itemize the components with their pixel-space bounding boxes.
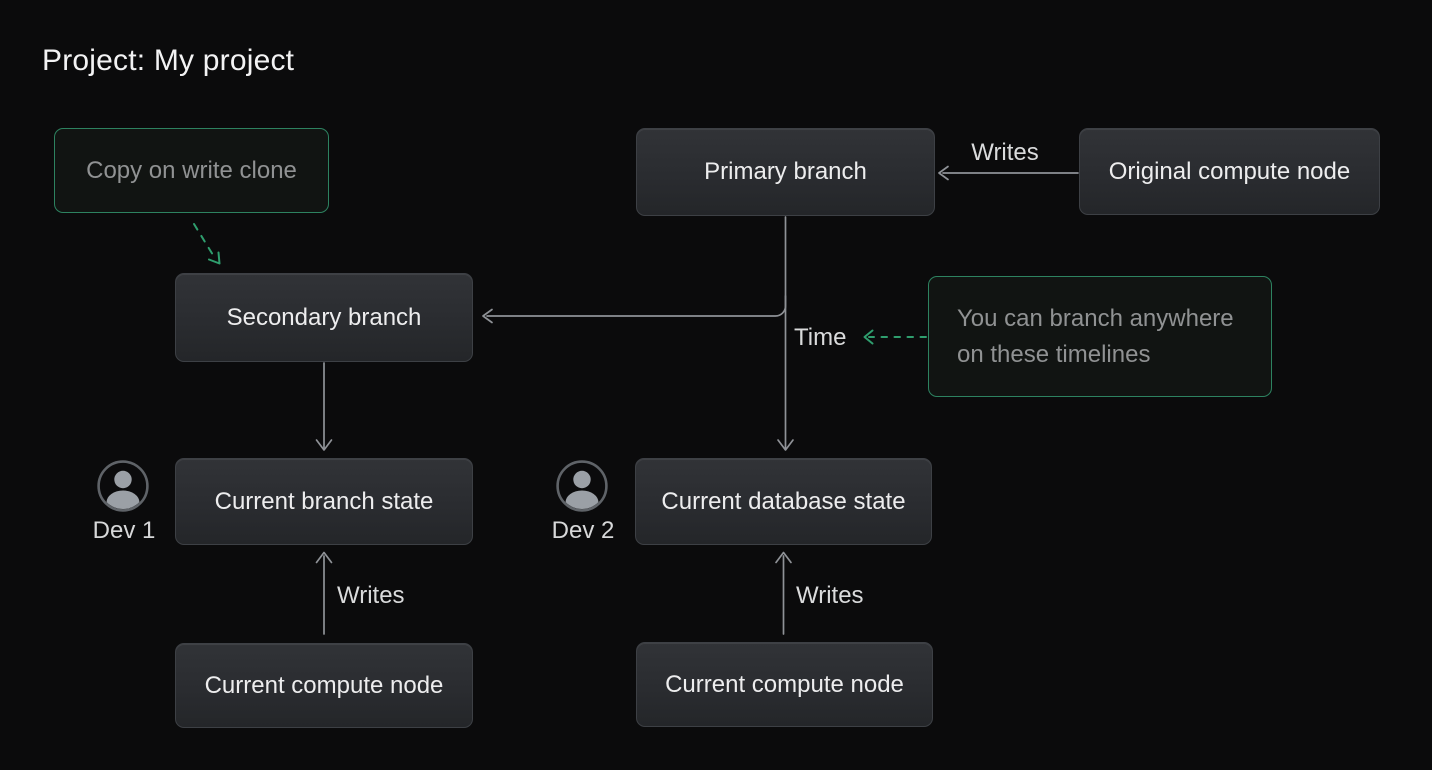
- arrow-primary-to-secondary: [482, 295, 787, 324]
- node-current-branch-state-label: Current branch state: [214, 487, 434, 515]
- node-current-database-state-label: Current database state: [661, 487, 906, 515]
- edge-label-writes-bottom-right: Writes: [796, 582, 864, 609]
- page-title: Project: My project: [42, 44, 295, 77]
- arrow-writes-right: [775, 551, 792, 635]
- node-current-compute-node-right: Current compute node: [636, 642, 933, 727]
- dashed-arrow-note-to-time: [863, 329, 927, 345]
- dev2-avatar: [556, 460, 608, 512]
- node-primary-branch-label: Primary branch: [704, 158, 867, 185]
- person-icon: [97, 460, 149, 512]
- dashed-arrow-clone-to-secondary: [193, 223, 221, 265]
- dev2-label: Dev 2: [551, 517, 615, 544]
- dev1-avatar: [97, 460, 149, 512]
- node-secondary-branch: Secondary branch: [175, 273, 473, 362]
- node-secondary-branch-label: Secondary branch: [226, 303, 422, 331]
- dev1-label: Dev 1: [92, 517, 156, 544]
- annotation-copy-on-write-clone-label: Copy on write clone: [86, 156, 297, 184]
- arrow-secondary-to-branch-state: [315, 362, 333, 451]
- node-current-compute-node-left-label: Current compute node: [204, 671, 444, 699]
- annotation-branch-anywhere: You can branch anywhere on these timelin…: [928, 276, 1272, 397]
- edge-label-writes-top: Writes: [971, 139, 1039, 166]
- node-original-compute-node: Original compute node: [1079, 128, 1380, 215]
- arrow-writes-to-primary: [938, 165, 1079, 181]
- arrow-primary-to-database-state: [777, 216, 794, 451]
- node-original-compute-node-label: Original compute node: [1108, 157, 1351, 185]
- arrow-writes-left: [315, 551, 333, 635]
- edge-label-time: Time: [794, 324, 847, 351]
- node-current-compute-node-left: Current compute node: [175, 643, 473, 728]
- person-icon: [556, 460, 608, 512]
- node-current-database-state: Current database state: [635, 458, 932, 545]
- annotation-copy-on-write-clone: Copy on write clone: [54, 128, 329, 213]
- annotation-branch-anywhere-label: You can branch anywhere on these timelin…: [957, 304, 1234, 368]
- node-current-compute-node-right-label: Current compute node: [665, 670, 904, 698]
- edge-label-writes-bottom-left: Writes: [337, 582, 405, 609]
- node-primary-branch: Primary branch: [636, 128, 935, 216]
- node-current-branch-state: Current branch state: [175, 458, 473, 545]
